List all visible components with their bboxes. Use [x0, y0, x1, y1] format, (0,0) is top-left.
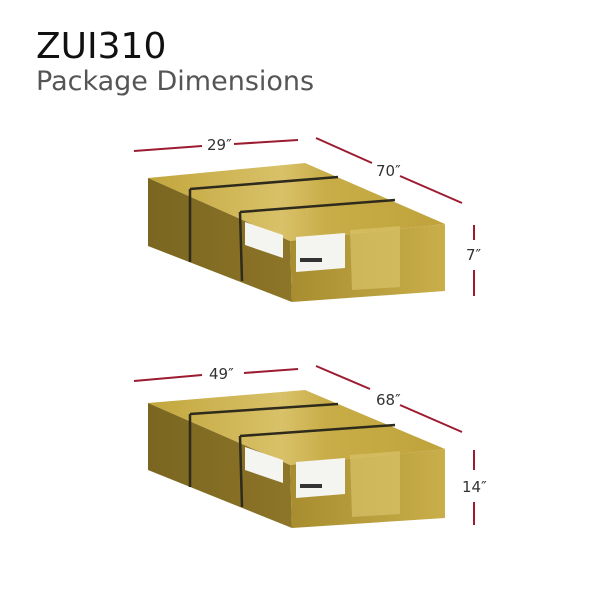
box-2-height-label: 14″: [462, 478, 487, 496]
page-subtitle: Package Dimensions: [36, 66, 315, 97]
box-2-length-label: 68″: [376, 391, 401, 409]
package-box-2: [148, 390, 445, 528]
box-2-width-label: 49″: [209, 365, 234, 383]
package-box-1: [148, 163, 445, 302]
box-1-height-label: 7″: [466, 246, 482, 264]
box-1-width-label: 29″: [207, 136, 232, 154]
model-title: ZUI310: [36, 26, 167, 67]
dimension-lines: [133, 137, 475, 525]
box-1-length-label: 70″: [376, 162, 401, 180]
